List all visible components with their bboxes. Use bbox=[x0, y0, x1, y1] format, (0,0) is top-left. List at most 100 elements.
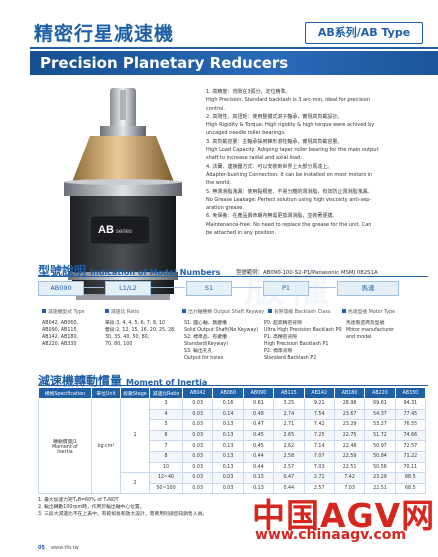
inertia-value-cell: 0.13 bbox=[212, 429, 244, 442]
col-header: AB042 bbox=[181, 387, 214, 399]
svg-text:series: series bbox=[116, 229, 132, 235]
series-tag: AB系列/AB Type bbox=[305, 22, 423, 44]
col-header: AB060 bbox=[212, 387, 244, 399]
inertia-value-cell: 2.71 bbox=[273, 419, 305, 431]
model-connector bbox=[83, 287, 104, 288]
inertia-value-cell: 51.72 bbox=[364, 429, 396, 442]
inertia-value-cell: 72.57 bbox=[394, 440, 427, 452]
ratio-cell: 3 bbox=[149, 398, 183, 410]
inertia-value-cell: 0.44 bbox=[242, 450, 275, 463]
inertia-value-cell: 0.47 bbox=[242, 419, 275, 431]
inertia-value-cell: 0.13 bbox=[242, 472, 275, 484]
inertia-value-cell: 74.66 bbox=[394, 429, 427, 442]
feature-line: 6. 免保養：在產品壽命期內無需更換潤滑脂，並裝著便捷。 bbox=[206, 213, 338, 220]
model-connector bbox=[150, 287, 185, 288]
inertia-value-cell: 50.84 bbox=[364, 450, 396, 463]
caption-type: 減速機型式 Type bbox=[42, 309, 85, 317]
inertia-value-cell: 23.29 bbox=[333, 419, 366, 431]
inertia-value-cell: 0.45 bbox=[242, 429, 275, 442]
ratio-cell: 10 bbox=[149, 461, 183, 474]
inertia-section-rule bbox=[38, 385, 428, 386]
inertia-value-cell: 22.75 bbox=[333, 429, 366, 442]
inertia-value-cell: 50.97 bbox=[364, 440, 396, 452]
inertia-value-cell: 0.03 bbox=[181, 408, 214, 421]
inertia-value-cell: 0.47 bbox=[273, 472, 305, 484]
inertia-value-cell: 94.31 bbox=[394, 398, 427, 410]
inertia-value-cell: 2.65 bbox=[273, 429, 305, 442]
inertia-value-cell: 7.14 bbox=[303, 440, 335, 452]
inertia-value-cell: 23.67 bbox=[333, 408, 366, 421]
inertia-value-cell: 0.03 bbox=[181, 440, 214, 452]
page-number: 05 bbox=[38, 545, 45, 551]
feature-line: 3. 高負載容量：主軸承採用錐形滾柱軸承，實現高負載容量。 bbox=[206, 138, 343, 145]
inertia-value-cell: 23.29 bbox=[364, 472, 396, 484]
note-line: 2. 輸出轉數100rpm時，作用於輸出軸中心位置。 bbox=[38, 505, 145, 510]
inertia-value-cell: 71.22 bbox=[394, 450, 427, 463]
inertia-value-cell: 0.16 bbox=[212, 398, 244, 410]
model-section-rule bbox=[38, 276, 428, 277]
feature-line: Adapter-bushing Connection: It can be in… bbox=[206, 171, 373, 178]
caption-ratio: 減速比 Ratio bbox=[105, 309, 139, 317]
inertia-value-cell: 50.56 bbox=[364, 461, 396, 474]
stage-cell: 1 bbox=[120, 397, 150, 474]
col-header: AB330 bbox=[394, 387, 427, 399]
inertia-value-cell: 70.11 bbox=[394, 461, 427, 474]
inertia-section-title-cn: 減速機轉動慣量 bbox=[38, 374, 123, 388]
header-rule bbox=[30, 47, 438, 49]
ratio-cell: 7 bbox=[149, 440, 183, 452]
agv-logo: 中国AGV网 bbox=[252, 496, 436, 535]
model-section-title-cn: 型號說明 bbox=[38, 264, 87, 278]
ratio-cell: 50~100 bbox=[149, 482, 183, 495]
ratio-cell: 12~40 bbox=[149, 472, 183, 484]
inertia-value-cell: 9.21 bbox=[303, 398, 335, 410]
header-band bbox=[30, 51, 438, 75]
inertia-value-cell: 28.98 bbox=[333, 398, 366, 410]
inertia-value-cell: 2.74 bbox=[273, 408, 305, 421]
caption-shaft: 出力軸種類 Output Shaft Keyway bbox=[182, 309, 264, 317]
note-line: 3. 三段大減速比不在上表中，有較如長和放大設計，需要用則請您知銷售人員。 bbox=[38, 512, 208, 517]
model-section-title-en: Indication of Model Numbers bbox=[90, 268, 221, 277]
inertia-value-cell: 0.03 bbox=[181, 482, 214, 495]
feature-line: No Grease Leakage: Perfect solution usin… bbox=[206, 196, 372, 203]
ratio-cell: 6 bbox=[149, 429, 183, 442]
product-brand-label: AB bbox=[98, 224, 114, 236]
inertia-value-cell: 0.61 bbox=[242, 398, 275, 410]
inertia-value-cell: 0.45 bbox=[242, 440, 275, 452]
inertia-value-cell: 7.07 bbox=[303, 450, 335, 463]
inertia-value-cell: 0.03 bbox=[181, 461, 214, 474]
page-title-cn: 精密行星减速機 bbox=[34, 23, 175, 45]
ratio-cell: 5 bbox=[149, 419, 183, 431]
ratio-cell: 4 bbox=[149, 408, 183, 421]
feature-line: control. bbox=[206, 105, 225, 112]
feature-line: High Rigidity & Torque: High rigidity & … bbox=[206, 122, 375, 129]
inertia-value-cell: 2.71 bbox=[303, 472, 335, 484]
col-header: 規格Specification bbox=[38, 387, 92, 399]
reducer-product-image: AB series bbox=[64, 88, 182, 300]
inertia-value-cell: 0.13 bbox=[212, 450, 244, 463]
ratio-cell: 8 bbox=[149, 450, 183, 463]
feature-line: Maintenance-free: No need to replace the… bbox=[206, 221, 372, 228]
model-box-type: AB090 bbox=[38, 281, 84, 296]
note-line: 1. 最大加速力矩T₂B=60% of T₂NOT bbox=[38, 498, 119, 503]
inertia-value-cell: 2.58 bbox=[273, 450, 305, 463]
caption-backlash: 背隙等級 Backlash Class bbox=[268, 309, 330, 317]
inertia-value-cell: 0.13 bbox=[212, 440, 244, 452]
col-header: 單位Unit bbox=[91, 387, 121, 399]
feature-line: 4. 法蘭、連接器方式：可以安裝到世界上大部分馬達上。 bbox=[206, 163, 333, 170]
inertia-value-cell: 69.61 bbox=[364, 398, 396, 410]
stage-cell: 2 bbox=[120, 472, 150, 495]
model-box-backlash: P1 bbox=[263, 281, 309, 296]
col-header: 減速比Ratio bbox=[149, 387, 183, 399]
inertia-value-cell: 0.03 bbox=[181, 472, 214, 484]
model-connector bbox=[308, 287, 336, 288]
inertia-value-cell: 7.03 bbox=[303, 461, 335, 474]
inertia-value-cell: 54.37 bbox=[364, 408, 396, 421]
